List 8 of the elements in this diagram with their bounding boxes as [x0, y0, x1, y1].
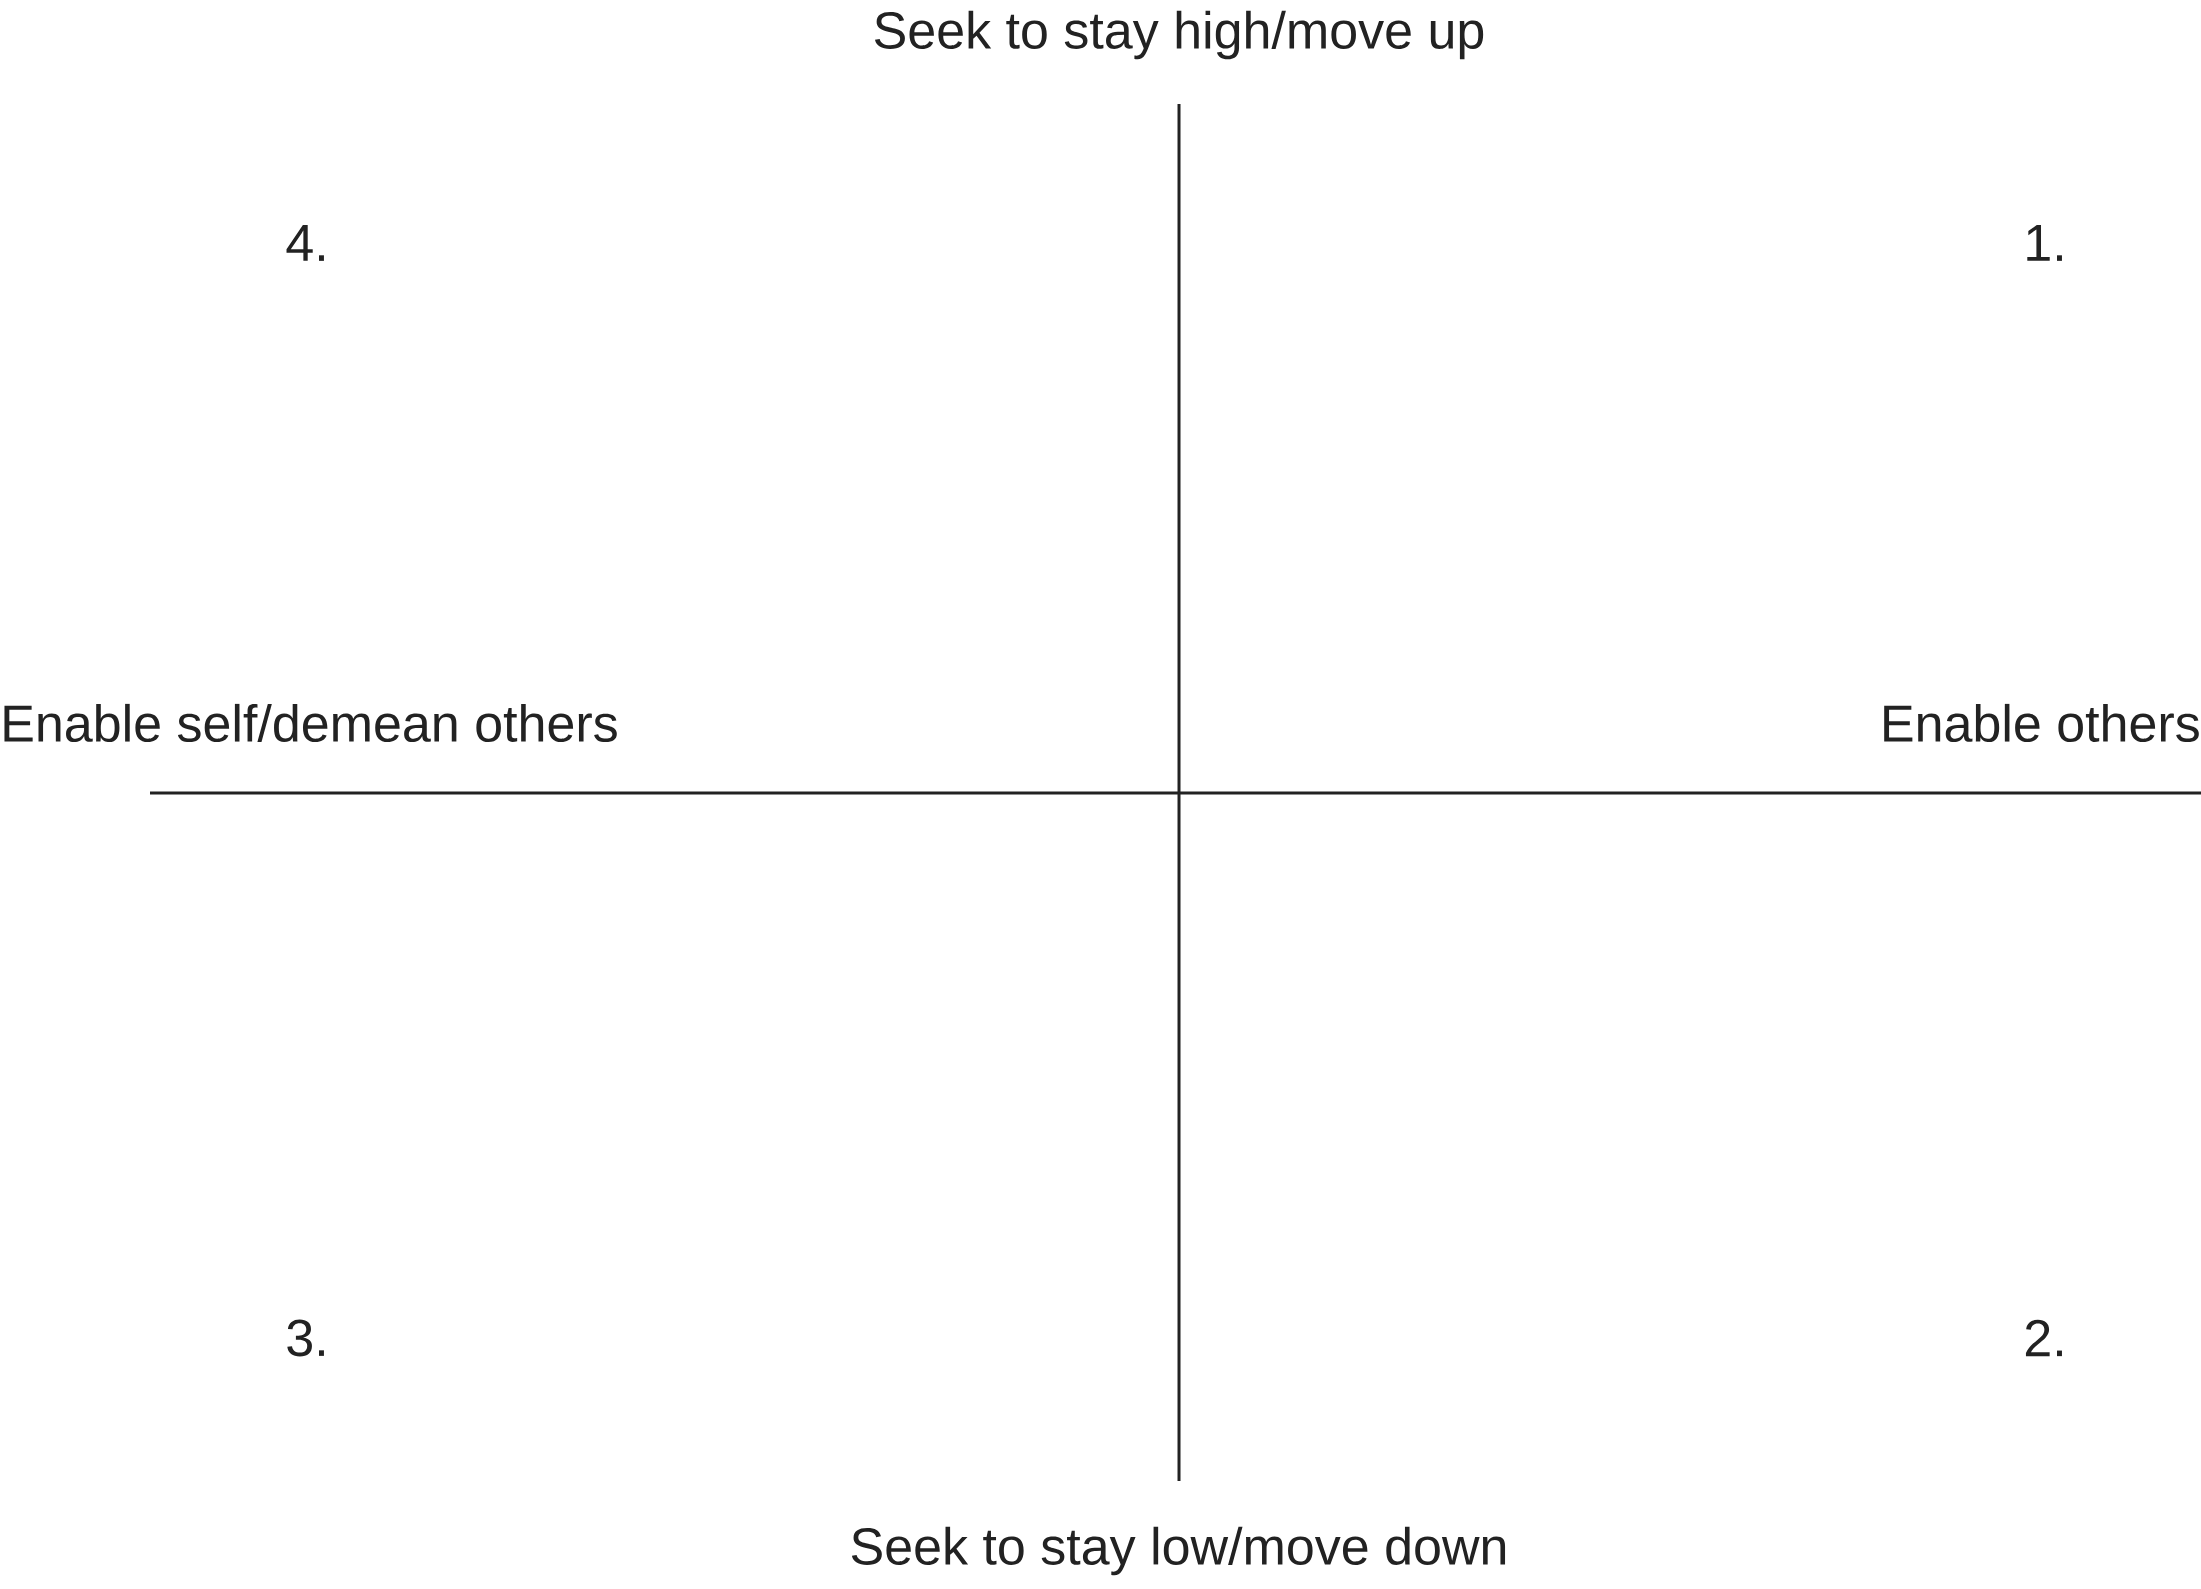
quadrant-number: 3. — [287, 1319, 324, 1357]
quadrant-number: 2. — [2025, 1319, 2062, 1357]
axis-label: Seek to stay low/move down — [851, 1526, 1506, 1576]
axis-label: Enable others — [1884, 703, 2199, 743]
axis-label: Enable self/demean others — [4, 703, 617, 743]
quadrant-number: 4. — [286, 225, 324, 261]
axis-label: Seek to stay high/move up — [875, 10, 1484, 60]
quadrant-number: 1. — [2027, 225, 2062, 261]
